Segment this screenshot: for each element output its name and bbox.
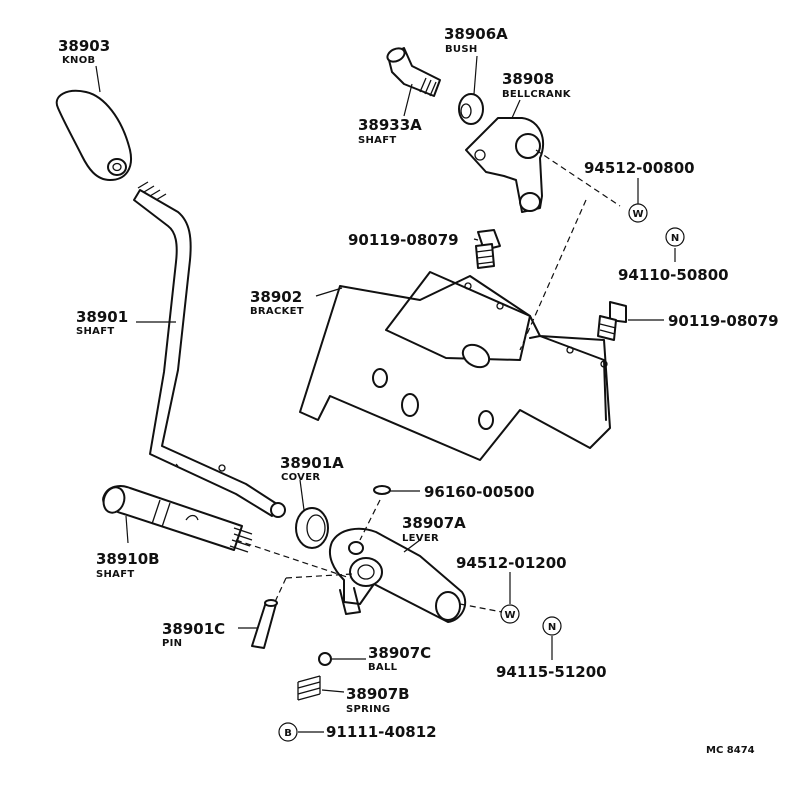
label-38908-name: BELLCRANK	[502, 89, 572, 100]
leader-38903	[95, 65, 101, 93]
leader-38908	[511, 99, 521, 119]
bolt-right-drawing	[597, 301, 627, 341]
leader-38933a	[403, 83, 413, 117]
cover-drawing	[295, 507, 329, 549]
diagram-code: MC 8474	[706, 745, 755, 756]
assembly-line-lever	[459, 603, 503, 613]
lever-drawing	[328, 527, 467, 623]
label-38907c-number: 38907C	[368, 644, 431, 662]
label-38901-number: 38901	[76, 308, 128, 326]
label-96160-00500-number: 96160-00500	[424, 483, 535, 501]
label-38910b-number: 38910B	[96, 550, 160, 568]
label-38907a-name: LEVER	[402, 533, 439, 544]
assembly-line-pin-top	[285, 573, 353, 579]
label-90119-upper-number: 90119-08079	[348, 231, 459, 249]
label-38901a-number: 38901A	[280, 454, 344, 472]
leader-38906a	[473, 55, 478, 95]
spring-drawing	[297, 675, 321, 701]
label-38902-name: BRACKET	[250, 306, 304, 317]
label-94512-01200-number: 94512-01200	[456, 554, 567, 572]
label-94512-00800-number: 94512-00800	[584, 159, 695, 177]
washer-symbol-circle	[628, 203, 648, 223]
label-38907b-name: SPRING	[346, 704, 390, 715]
bellcrank-drawing	[465, 117, 545, 213]
ball-drawing	[318, 652, 332, 666]
bolt-symbol-91111-40812: B	[284, 728, 292, 739]
washer-symbol-circle-2	[500, 604, 520, 624]
label-38902-number: 38902	[250, 288, 302, 306]
shift-shaft-drawing	[133, 181, 286, 518]
nut-symbol-94115-51200: N	[548, 622, 556, 633]
label-38901-name: SHAFT	[76, 326, 114, 337]
label-38906a-name: BUSH	[445, 44, 478, 55]
label-38901c-name: PIN	[162, 638, 182, 649]
assembly-line-shaft	[235, 539, 351, 579]
bolt-upper-drawing	[475, 229, 501, 269]
nut-symbol-circle-2	[542, 616, 562, 636]
nut-symbol-94110-50800: N	[671, 233, 679, 244]
assembly-line-bracket	[519, 199, 587, 351]
label-38908-number: 38908	[502, 70, 554, 88]
label-38933a-name: SHAFT	[358, 135, 396, 146]
bracket-drawing	[299, 271, 611, 461]
shaft-38933a-drawing	[386, 47, 441, 97]
label-94110-50800-number: 94110-50800	[618, 266, 729, 284]
assembly-line-retainer	[359, 499, 381, 541]
leader-38901a	[299, 479, 305, 511]
label-38903-name: KNOB	[62, 55, 95, 66]
shaft-38910b-drawing	[102, 485, 253, 553]
leader-38907b	[321, 689, 345, 693]
knob-drawing	[55, 89, 132, 181]
pin-drawing	[251, 599, 278, 649]
leader-38902	[315, 287, 343, 297]
washer-symbol-94512-00800: W	[632, 209, 643, 220]
assembly-line-misc	[175, 463, 179, 467]
assembly-line-bellcrank	[535, 149, 621, 207]
assembly-line-pin	[273, 577, 287, 605]
label-38906a-number: 38906A	[444, 25, 508, 43]
bolt-symbol-circle	[278, 722, 298, 742]
label-38903-number: 38903	[58, 37, 110, 55]
leader-38907a	[403, 539, 421, 553]
label-38901a-name: COVER	[281, 472, 320, 483]
label-94115-51200-number: 94115-51200	[496, 663, 607, 681]
label-90119-right-number: 90119-08079	[668, 312, 779, 330]
label-38910b-name: SHAFT	[96, 569, 134, 580]
washer-symbol-94512-01200: W	[504, 610, 515, 621]
label-38907b-number: 38907B	[346, 685, 410, 703]
label-38901c-number: 38901C	[162, 620, 225, 638]
label-38907a-number: 38907A	[402, 514, 466, 532]
leader-90119-a	[473, 238, 479, 241]
nut-symbol-circle	[665, 227, 685, 247]
label-91111-40812-number: 91111-40812	[326, 723, 437, 741]
label-38933a-number: 38933A	[358, 116, 422, 134]
label-38907c-name: BALL	[368, 662, 398, 673]
bush-drawing	[458, 93, 484, 125]
leader-38910b	[125, 515, 129, 544]
retainer-96160-drawing	[373, 485, 391, 495]
